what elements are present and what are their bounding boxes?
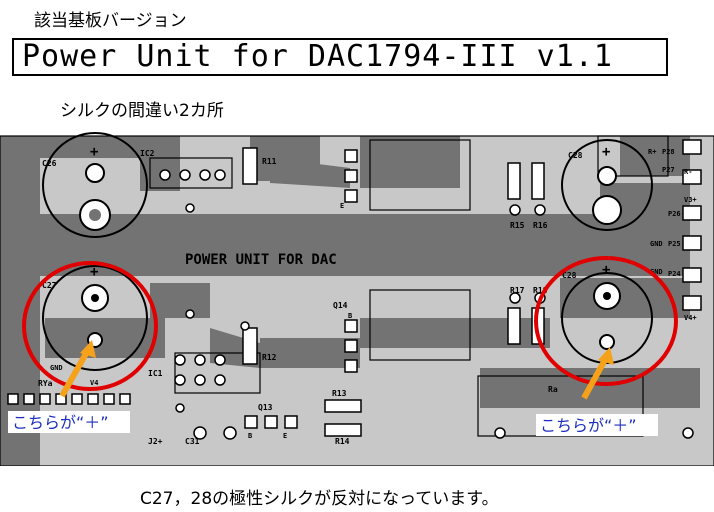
label-ic1: IC1 bbox=[148, 369, 163, 378]
arrow-line-right bbox=[581, 356, 609, 400]
label-gnd-right-1: GND bbox=[650, 240, 663, 248]
label-q13: Q13 bbox=[258, 403, 273, 412]
label-j2: J2+ bbox=[148, 437, 163, 446]
polarity-plus-c26: + bbox=[90, 144, 98, 160]
silk-power-unit-for-dac: POWER UNIT FOR DAC bbox=[185, 252, 337, 268]
label-ra: Ra bbox=[548, 385, 558, 394]
misc-pads bbox=[7, 203, 694, 440]
polarity-plus-c28-lower: + bbox=[602, 262, 610, 278]
label-ic2: IC2 bbox=[140, 149, 155, 158]
label-c31: C31 bbox=[185, 437, 200, 446]
silk-labels: POWER UNIT FOR DAC C26 C27 C28 C28 IC2 I… bbox=[38, 144, 697, 446]
label-r-minus: R- bbox=[684, 168, 692, 176]
highlight-ring-c28 bbox=[534, 256, 678, 386]
heading: 該当基板バージョン bbox=[34, 11, 187, 31]
label-c26: C26 bbox=[42, 159, 57, 168]
label-c28-upper: C28 bbox=[568, 151, 583, 160]
transistor-q13-pads bbox=[244, 415, 298, 429]
label-e-upper: E bbox=[340, 202, 344, 210]
pcb-outline-lines bbox=[0, 135, 714, 466]
label-q14: Q14 bbox=[333, 301, 348, 310]
label-r16: R16 bbox=[533, 221, 548, 230]
label-r-plus: R+ bbox=[648, 148, 656, 156]
highlight-rings bbox=[22, 256, 678, 391]
label-r14: R14 bbox=[335, 437, 350, 446]
label-rya: RYa bbox=[38, 379, 53, 388]
transistor-q-upper-pads bbox=[344, 149, 358, 203]
callout-right: こちらが“＋” bbox=[540, 416, 637, 435]
label-v4-short: V4 bbox=[90, 379, 98, 387]
version-title-box: Power Unit for DAC1794-III v1.1 bbox=[12, 38, 668, 76]
ic1-pads bbox=[174, 354, 226, 386]
ic2-pads bbox=[159, 169, 226, 181]
polarity-plus-c28-upper: + bbox=[602, 144, 610, 160]
copper-traces bbox=[0, 136, 700, 466]
label-b-q14: B bbox=[348, 312, 352, 320]
capacitor-c28-upper bbox=[561, 139, 653, 231]
subheading: シルクの間違い2カ所 bbox=[60, 101, 224, 121]
label-v4: V4+ bbox=[684, 314, 697, 322]
callout-left: こちらが“＋” bbox=[12, 413, 109, 432]
label-r17: R17 bbox=[510, 286, 525, 295]
capacitor-c28-lower bbox=[561, 272, 653, 364]
label-p26: P26 bbox=[668, 210, 681, 218]
transistor-q14-pads bbox=[344, 319, 358, 373]
highlight-ring-c27 bbox=[22, 261, 158, 391]
label-c27: C27 bbox=[42, 281, 57, 290]
label-r13: R13 bbox=[332, 389, 347, 398]
capacitor-c26 bbox=[42, 132, 148, 238]
label-p28: P28 bbox=[662, 148, 675, 156]
label-p25: P25 bbox=[668, 240, 681, 248]
callout-bg-left bbox=[8, 411, 130, 433]
polarity-plus-c27: + bbox=[90, 264, 98, 280]
label-e-q13: E bbox=[283, 432, 287, 440]
footer-caption: C27，28の極性シルクが反対になっています。 bbox=[140, 489, 499, 509]
label-r12: R12 bbox=[262, 353, 277, 362]
label-p27: P27 bbox=[662, 166, 675, 174]
label-p24: P24 bbox=[668, 270, 681, 278]
label-c28-lower: C28 bbox=[562, 271, 577, 280]
label-r11: R11 bbox=[262, 157, 277, 166]
callout-bg-right bbox=[536, 414, 658, 436]
callout-arrows bbox=[59, 340, 614, 400]
label-b-q13: B bbox=[248, 432, 252, 440]
pcb-diagram: POWER UNIT FOR DAC C26 C27 C28 C28 IC2 I… bbox=[0, 132, 714, 466]
label-gnd-left: GND bbox=[50, 364, 63, 372]
arrow-head-left bbox=[80, 340, 96, 358]
label-gnd-right-2: GND bbox=[650, 268, 663, 276]
arrow-line-left bbox=[59, 348, 91, 398]
label-v3: V3+ bbox=[684, 196, 697, 204]
label-r18: R18 bbox=[533, 286, 548, 295]
label-r15: R15 bbox=[510, 221, 525, 230]
connector-pads-right bbox=[682, 139, 702, 311]
arrow-head-right bbox=[598, 347, 614, 365]
